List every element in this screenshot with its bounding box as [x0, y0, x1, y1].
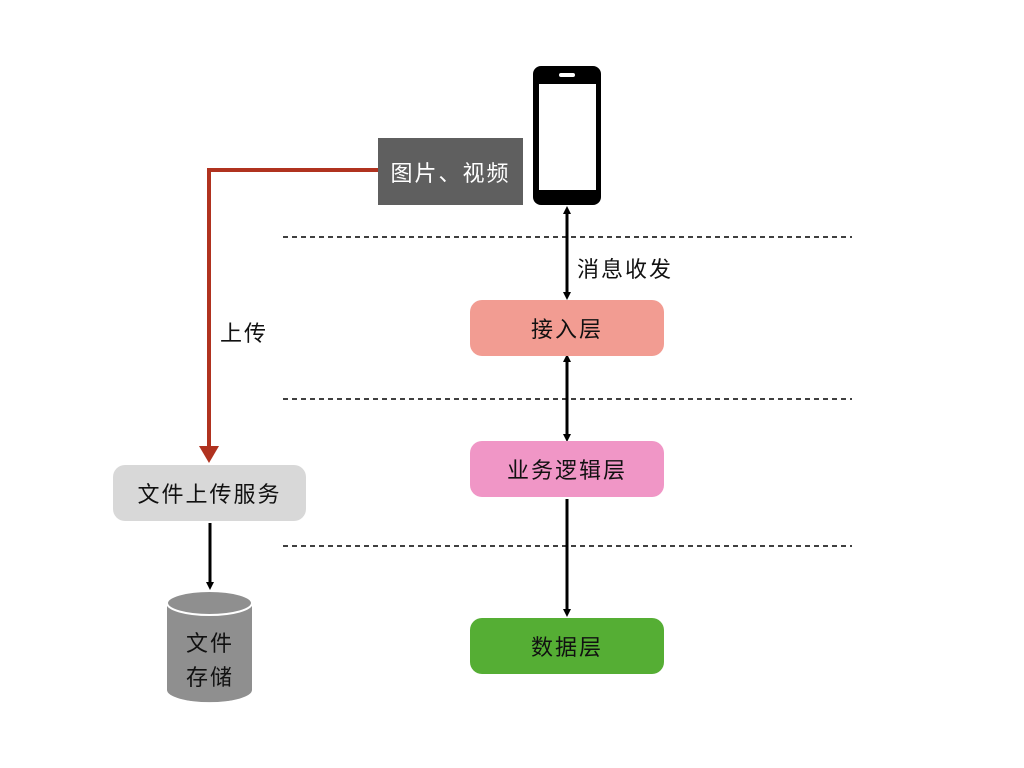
data-layer-label: 数据层 [530, 636, 603, 661]
upload-arrow [207, 168, 378, 448]
file-storage-line2: 存储 [185, 666, 234, 691]
upload-service-label: 文件上传服务 [137, 483, 282, 508]
upload-label: 上传 [220, 322, 269, 347]
upload-arrowhead [199, 446, 219, 463]
file-storage-line1: 文件 [185, 632, 234, 657]
logic-layer-box: 业务逻辑层 [470, 441, 664, 497]
media-box: 图片、视频 [378, 138, 523, 205]
mobile-phone-icon [533, 66, 601, 205]
upload-service-box: 文件上传服务 [113, 465, 306, 521]
media-label: 图片、视频 [390, 161, 511, 187]
logic-layer-label: 业务逻辑层 [506, 459, 627, 484]
access-layer-box: 接入层 [470, 300, 664, 356]
file-storage-cylinder-icon [166, 590, 253, 703]
data-layer-box: 数据层 [470, 618, 664, 674]
access-layer-label: 接入层 [530, 318, 603, 343]
file-storage-label: 文件 存储 [168, 628, 252, 696]
message-label: 消息收发 [577, 258, 674, 283]
